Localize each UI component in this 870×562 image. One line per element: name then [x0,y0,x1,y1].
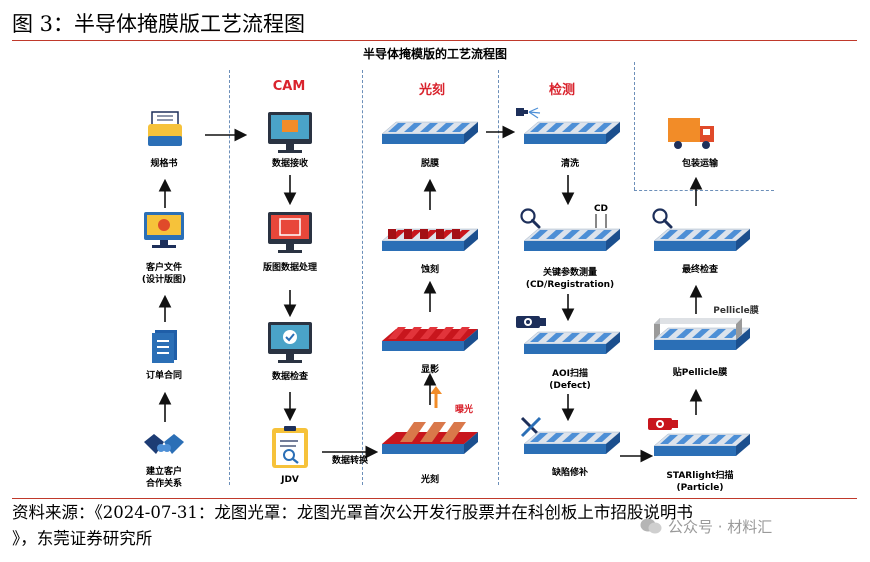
divider-litho-inspect [498,70,499,485]
label-spec-book: 规格书 [150,159,178,169]
label-develop: 显影 [420,365,439,375]
clean-plate-icon [523,121,621,145]
label-repair: 缺陷修补 [551,468,588,478]
label-pellicle-tag: Pellicle膜 [713,306,759,316]
handshake-icon [144,434,184,454]
watermark-text: 公众号 · 材料汇 [668,518,773,536]
label-cd-measure-line2: (CD/Registration) [525,280,615,290]
label-clean: 清洗 [560,159,579,169]
source-line1: 资料来源：《2024-07-31：龙图光罩：龙图光罩首次公开发行股票并在科创板上… [12,503,693,522]
title-rule [12,40,857,41]
data-receive-monitor-icon [268,112,312,153]
wechat-icon [640,517,662,535]
diagram-title: 半导体掩模版的工艺流程图 [362,47,507,61]
delivery-truck-icon [668,118,714,149]
label-data-conversion: 数据转换 [331,456,368,466]
final-check-plate-icon [653,228,751,252]
starlight-scanner-icon [648,418,678,430]
label-data-receive: 数据接收 [271,159,308,169]
strip-plate-icon [381,121,479,145]
label-aoi-line1: AOI扫描 [552,369,588,379]
divider-customer-cam [229,70,230,485]
label-order-contract: 订单合同 [145,371,182,381]
repair-plate-icon [523,431,621,455]
aoi-plate-icon [523,331,621,355]
pellicle-plate-icon [653,318,751,351]
label-starlight-line2: (Particle) [676,483,724,493]
divider-shipping-horizontal [634,190,774,191]
cd-measure-magnifier-icon [520,208,541,229]
label-exposure-tag: 曝光 [454,405,473,415]
cd-gauge-mark [595,214,607,228]
label-jdv: JDV [281,475,299,485]
customer-file-icon [144,212,184,248]
label-customer-file-line2: (设计版图) [141,275,187,285]
divider-shipping-vertical [634,62,635,190]
source-line2: 》，东莞证券研究所 [12,529,153,548]
etch-plate-icon [381,228,479,252]
source-rule [12,498,857,499]
column-header-lithography: 光刻 [418,83,445,98]
data-check-monitor-icon [268,322,312,363]
cd-measure-plate-icon [523,228,621,252]
starlight-plate-icon [653,433,751,457]
label-aoi-line2: (Defect) [549,381,591,391]
label-starlight-line1: STARlight扫描 [666,471,734,481]
exposure-plate-icon [382,422,478,454]
label-layout-processing: 版图数据处理 [262,263,317,273]
label-strip: 脱膜 [420,159,439,169]
cleaning-spray-icon [516,107,541,119]
aoi-scanner-icon [516,316,546,328]
column-header-cam: CAM [272,79,306,94]
label-customer-file-line1: 客户文件 [145,263,182,273]
exposure-light-arrow [430,386,442,408]
column-header-inspection: 检测 [548,83,575,98]
label-cd-measure-line1: 关键参数测量 [542,268,597,278]
divider-cam-litho [362,70,363,485]
label-cd-tag: CD [593,204,609,214]
label-data-check: 数据检查 [271,372,308,382]
develop-plate-icon [382,327,478,351]
label-exposure: 光刻 [420,475,439,485]
label-final-check: 最终检查 [681,265,718,275]
label-partnership-line1: 建立客户 [145,467,182,477]
final-check-magnifier-icon [652,208,673,229]
label-partnership-line2: 合作关系 [145,479,182,489]
label-etch: 蚀刻 [420,265,439,275]
spec-book-icon [148,111,182,146]
figure-title: 图 3：半导体掩膜版工艺流程图 [12,12,306,36]
label-packaging: 包装运输 [681,159,718,169]
contract-document-icon [152,330,177,363]
layout-processing-monitor-icon [268,212,312,253]
jdv-clipboard-icon [272,426,308,468]
label-attach-pellicle: 贴Pellicle膜 [672,368,728,378]
